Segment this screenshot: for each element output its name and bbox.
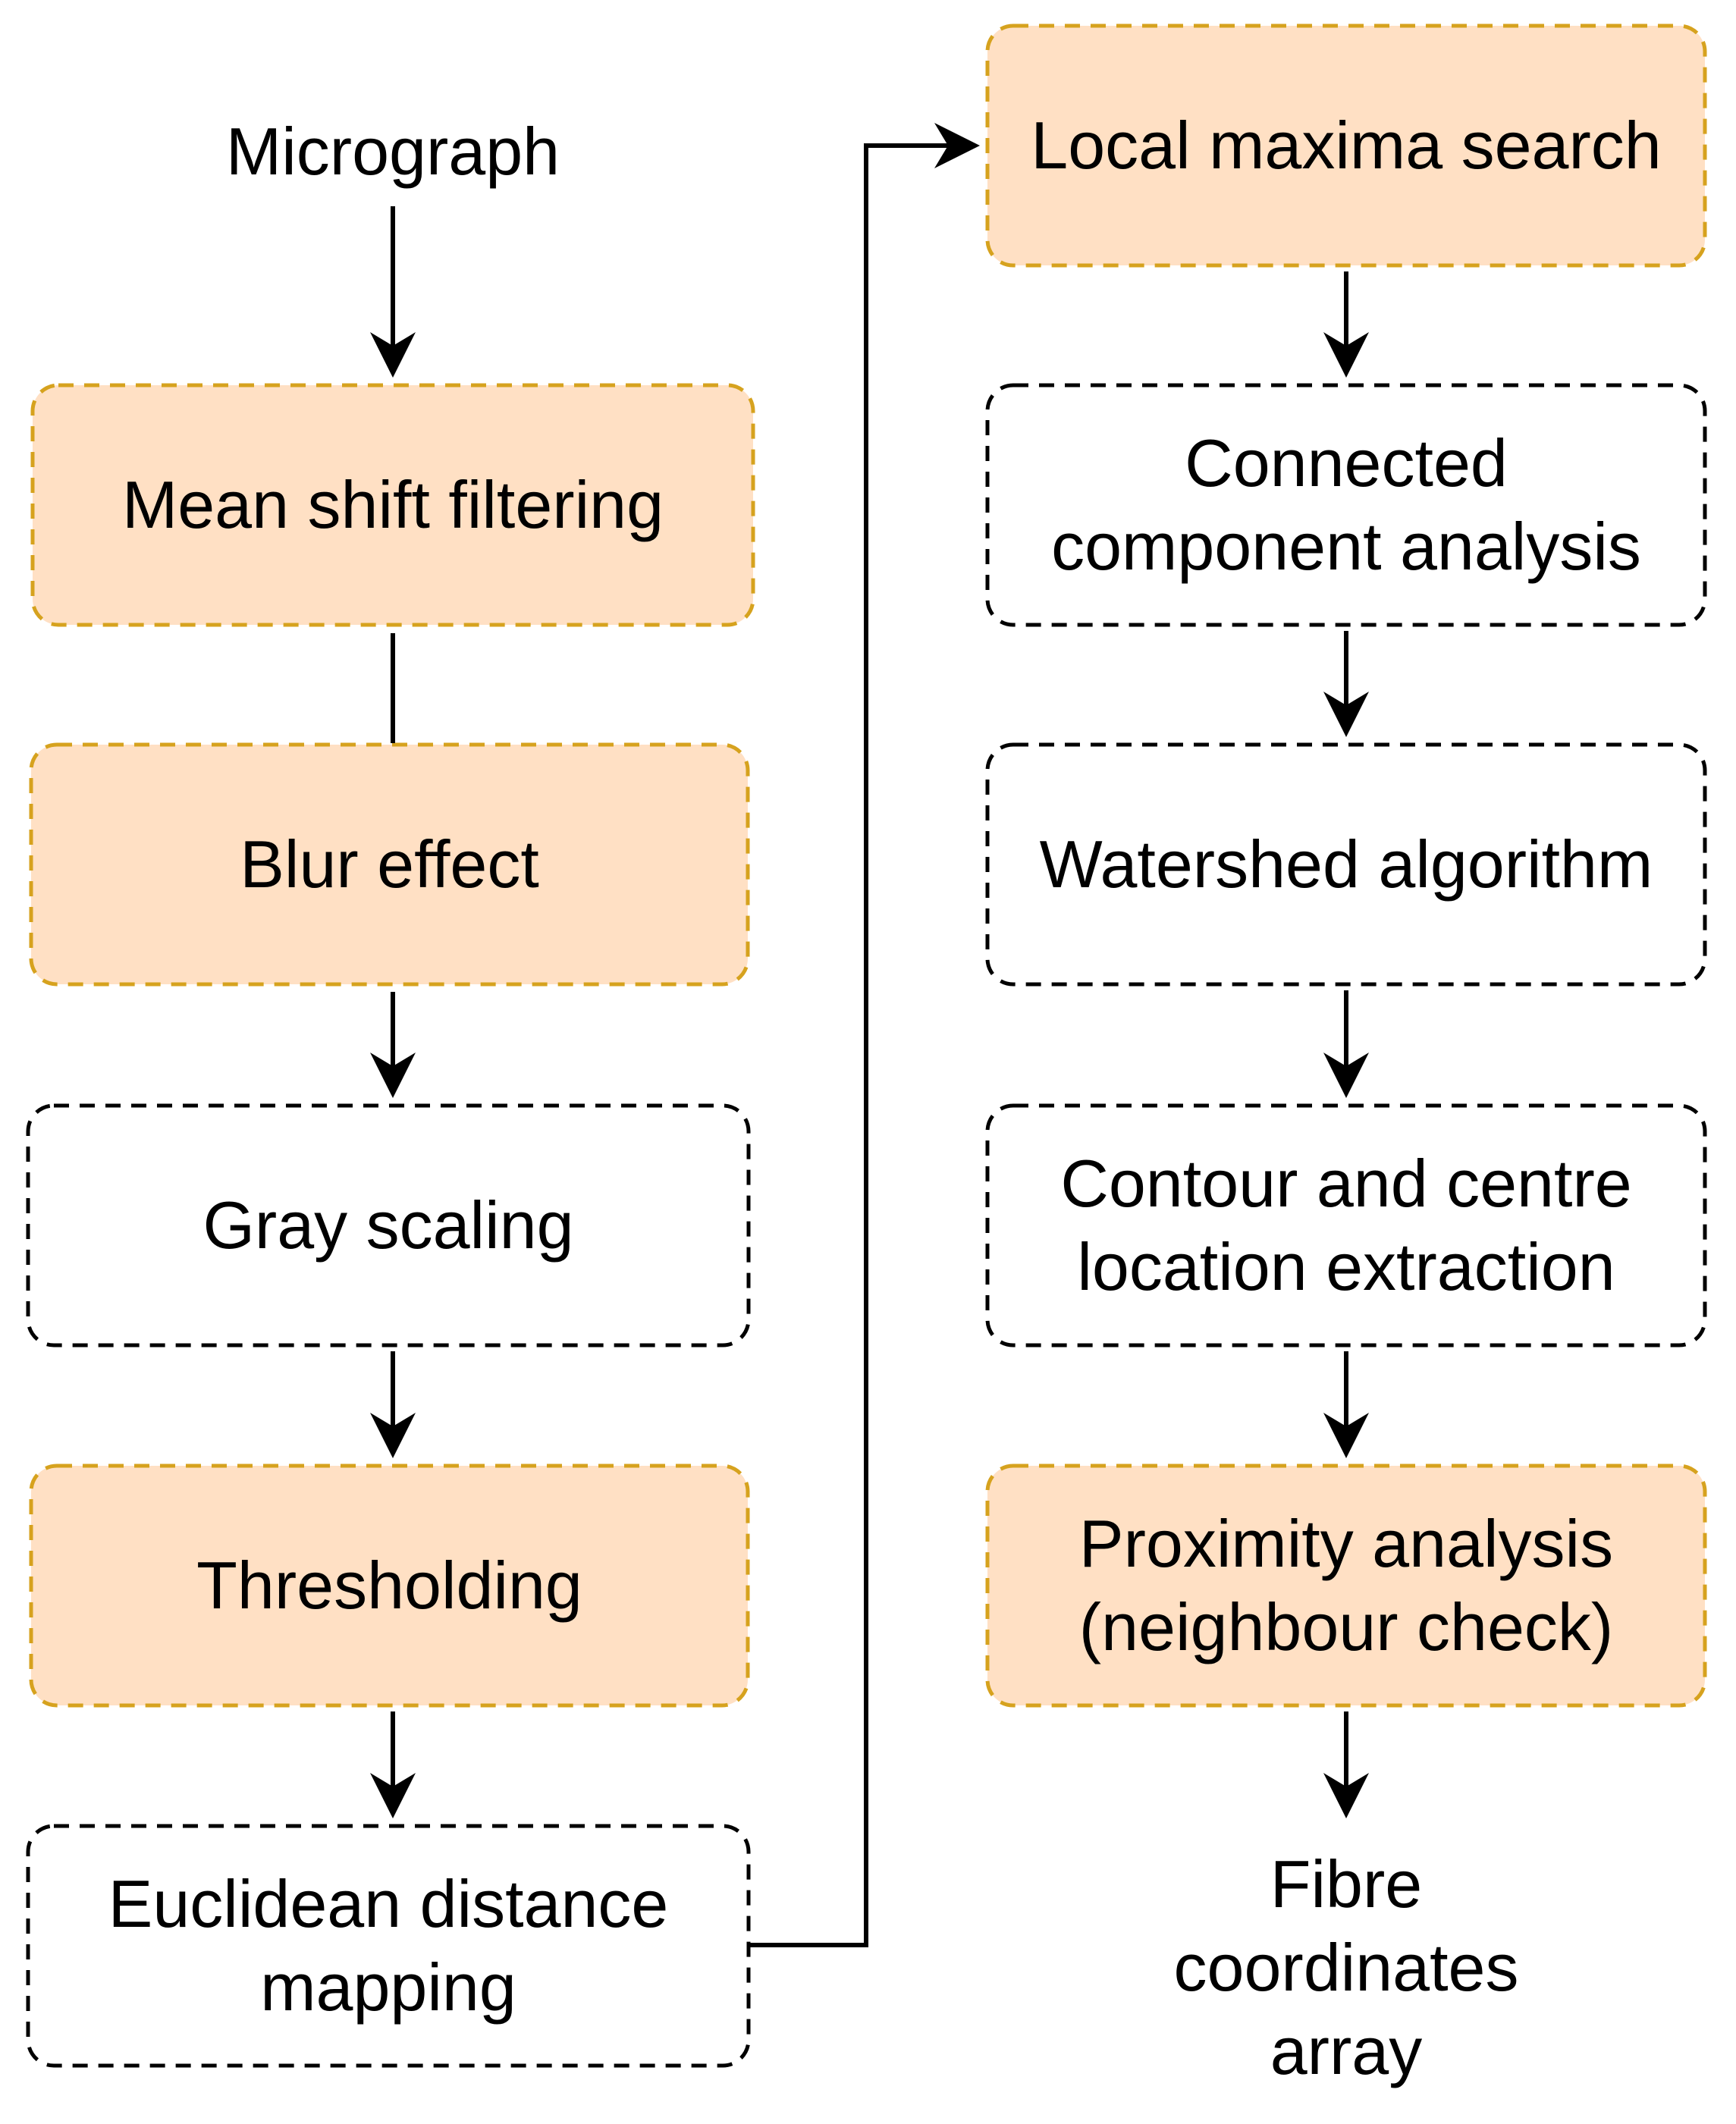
label-contour: Contour and centre location extraction — [1060, 1146, 1632, 1304]
label-threshold: Thresholding — [196, 1548, 582, 1623]
arrow-euclidean-to-local-maxima — [749, 123, 980, 1947]
label-watershed: Watershed algorithm — [1039, 827, 1653, 902]
label-proximity: Proximity analysis (neighbour check) — [1078, 1506, 1614, 1664]
end-label-fibre-coordinates: Fibre coordinates array — [1173, 1846, 1519, 2088]
box-blur — [29, 742, 750, 987]
label-connected: Connected component analysis — [1051, 425, 1641, 584]
label-local-maxima: Local maxima search — [1031, 108, 1662, 183]
label-gray: Gray scaling — [202, 1187, 574, 1263]
label-euclidean: Euclidean distance mapping — [108, 1866, 669, 2025]
label-blur: Blur effect — [240, 827, 539, 902]
box-proximity — [985, 1464, 1707, 1708]
box-mean-shift — [30, 383, 755, 627]
box-watershed — [985, 742, 1707, 987]
box-gray — [26, 1103, 751, 1348]
label-mean-shift: Mean shift filtering — [121, 467, 664, 542]
box-threshold — [29, 1464, 750, 1708]
start-label-micrograph: Micrograph — [225, 114, 560, 189]
box-local-maxima — [985, 24, 1707, 268]
box-contour — [985, 1103, 1707, 1348]
box-connected — [985, 383, 1707, 627]
